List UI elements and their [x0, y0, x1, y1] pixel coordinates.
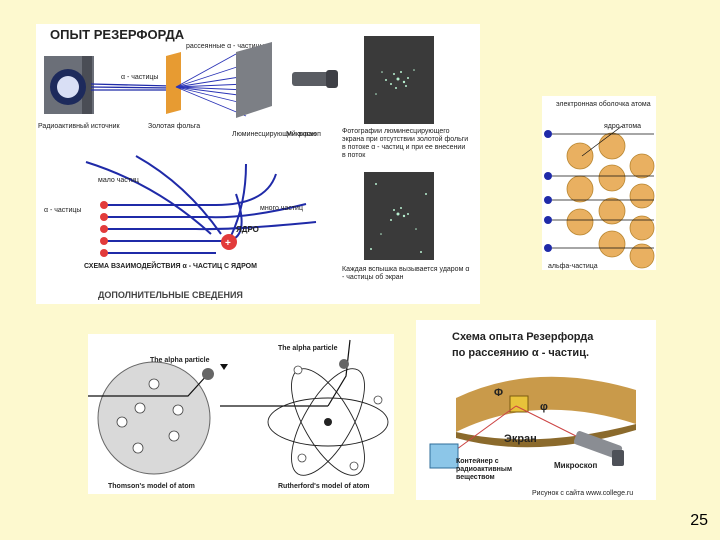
scheme-title-1: Схема опыта Резерфорда: [452, 331, 594, 343]
scheme-microscope-icon: [573, 431, 624, 466]
incoming-alpha-icons: [544, 130, 552, 252]
rutherford-scheme-panel: Схема опыта Резерфорда по рассеянию α - …: [416, 320, 656, 500]
thomson-alpha-particle: [202, 368, 214, 380]
rutherford-experiment-panel: ОПЫТ РЕЗЕРФОРДА Радиоактивный источник α…: [36, 24, 480, 304]
shell-label: электронная оболочка атома: [556, 100, 651, 108]
microscope-icon: [292, 70, 338, 88]
many-particles-label: много частиц: [260, 205, 303, 212]
scheme-screen-label: Экран: [504, 433, 537, 445]
thomson-atom: [97, 361, 211, 475]
nucleus-icon: [221, 234, 237, 250]
photo-spots-2: [370, 183, 427, 253]
source-label: Радиоактивный источник: [38, 122, 121, 130]
svg-text:+: +: [225, 238, 231, 249]
alpha-right-label: The alpha particle: [278, 345, 338, 352]
experiment-diagram: ОПЫТ РЕЗЕРФОРДА Радиоактивный источник α…: [38, 27, 470, 300]
scheme-caption: СХЕМА ВЗАИМОДЕЙСТВИЯ α - ЧАСТИЦ С ЯДРОМ: [84, 261, 257, 270]
alpha-particles: [100, 201, 108, 257]
nucleus-label: ЯДРО: [236, 225, 259, 234]
scattered-rays: [175, 53, 247, 117]
rutherford-caption: Rutherford's model of atom: [278, 483, 370, 490]
alpha-paths: [552, 125, 654, 249]
atom-shells: [566, 132, 655, 269]
screen-photo-with-foil: [364, 172, 434, 260]
phi-label: Φ: [494, 387, 503, 399]
photo-caption: Фотографии люминесцирующего экрана при о…: [342, 128, 469, 159]
foil-label: Золотая фольга: [148, 123, 200, 130]
curved-screen: [456, 376, 636, 432]
rutherford-nucleus: [324, 418, 332, 426]
experiment-title: ОПЫТ РЕЗЕРФОРДА: [50, 27, 185, 42]
extra-info-heading: ДОПОЛНИТЕЛЬНЫЕ СВЕДЕНИЯ: [98, 290, 243, 300]
flash-caption: Каждая вспышка вызывается ударом α - час…: [342, 266, 470, 281]
photo-spots-1: [375, 69, 415, 95]
page-number: 25: [690, 512, 708, 529]
atoms-diagram: электронная оболочка атома ядро атома ал…: [544, 100, 655, 270]
scheme-microscope-label: Микроскоп: [554, 461, 597, 470]
alpha-left-label: The alpha particle: [150, 357, 210, 364]
alpha-beam: [90, 83, 172, 91]
gold-foil: [166, 52, 181, 114]
scheme-title-2: по рассеянию α - частиц.: [452, 347, 589, 359]
alpha-particle-label: альфа-частица: [548, 263, 598, 270]
phi2-label: φ: [540, 401, 548, 413]
microscope-label: Микроскоп: [286, 131, 321, 138]
thomson-caption: Thomson's model of atom: [108, 483, 195, 490]
alpha-label-2: α - частицы: [44, 207, 81, 214]
scattered-label: рассеянные α - частицы: [186, 43, 265, 50]
container-label: Контейнер с радиоактивным веществом: [456, 458, 513, 481]
screen-label: Люминесцирующий экран: [232, 130, 316, 138]
atom-models-panel: The alpha particle Thomson's model of at…: [88, 334, 394, 494]
scheme-diagram: Схема опыта Резерфорда по рассеянию α - …: [429, 331, 636, 497]
thomson-alpha-path: [88, 373, 209, 397]
luminescent-screen: [236, 42, 272, 118]
rutherford-electrons: [293, 365, 383, 471]
atoms-panel: электронная оболочка атома ядро атома ал…: [542, 96, 656, 270]
thomson-electrons: [116, 378, 184, 454]
nucleus-atom-label: ядро атома: [604, 123, 641, 130]
container-box: [429, 443, 459, 469]
foil-target: [509, 395, 529, 413]
few-particles-label: мало частиц: [98, 177, 139, 184]
credit-label: Рисунок с сайта www.college.ru: [532, 489, 633, 497]
atom-models-diagram: The alpha particle Thomson's model of at…: [88, 339, 389, 490]
alpha-label: α - частицы: [121, 74, 158, 81]
rutherford-alpha-particle: [339, 359, 349, 369]
